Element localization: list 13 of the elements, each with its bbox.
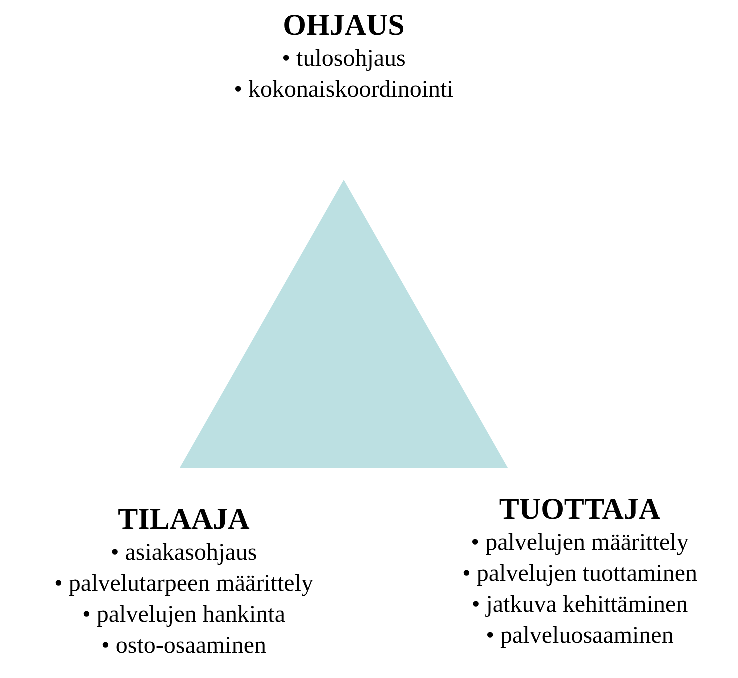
bullet-item: • tulosohjaus xyxy=(282,45,406,74)
heading: TUOTTAJA xyxy=(499,492,661,528)
bullet-item: • jatkuva kehittäminen xyxy=(472,591,688,620)
bullet-item: • osto-osaaminen xyxy=(101,632,267,661)
bullet-item: • kokonaiskoordinointi xyxy=(234,76,454,105)
heading: OHJAUS xyxy=(283,8,405,44)
bullet-item: • palvelujen määrittely xyxy=(471,529,689,558)
bullet-item: • palveluosaaminen xyxy=(486,622,674,651)
bullet-item: • palvelutarpeen määrittely xyxy=(54,570,314,599)
heading: TILAAJA xyxy=(118,502,250,538)
bullet-item: • asiakasohjaus xyxy=(110,539,258,568)
bullet-item: • palvelujen hankinta xyxy=(82,601,286,630)
bullet-item: • palvelujen tuottaminen xyxy=(462,560,698,589)
